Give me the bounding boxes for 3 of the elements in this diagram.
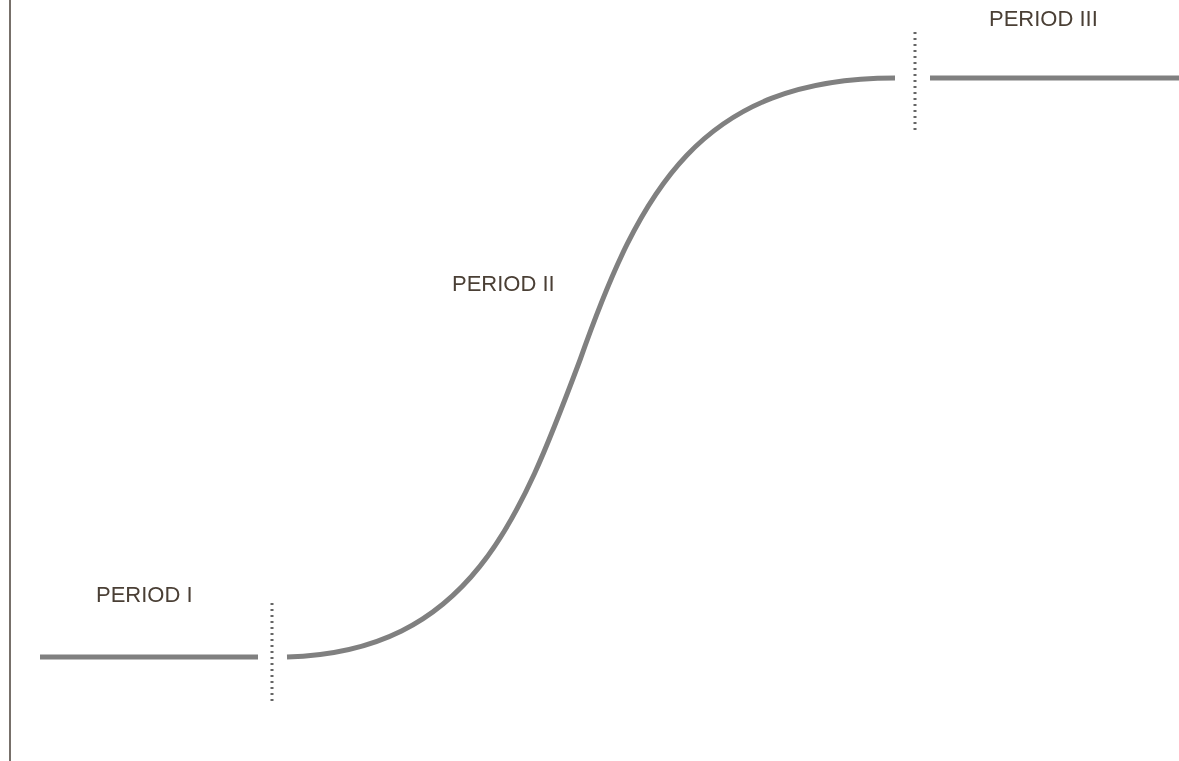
period-label: PERIOD I — [96, 584, 193, 606]
period-label: PERIOD III — [989, 8, 1098, 30]
period-label: PERIOD II — [452, 273, 555, 295]
